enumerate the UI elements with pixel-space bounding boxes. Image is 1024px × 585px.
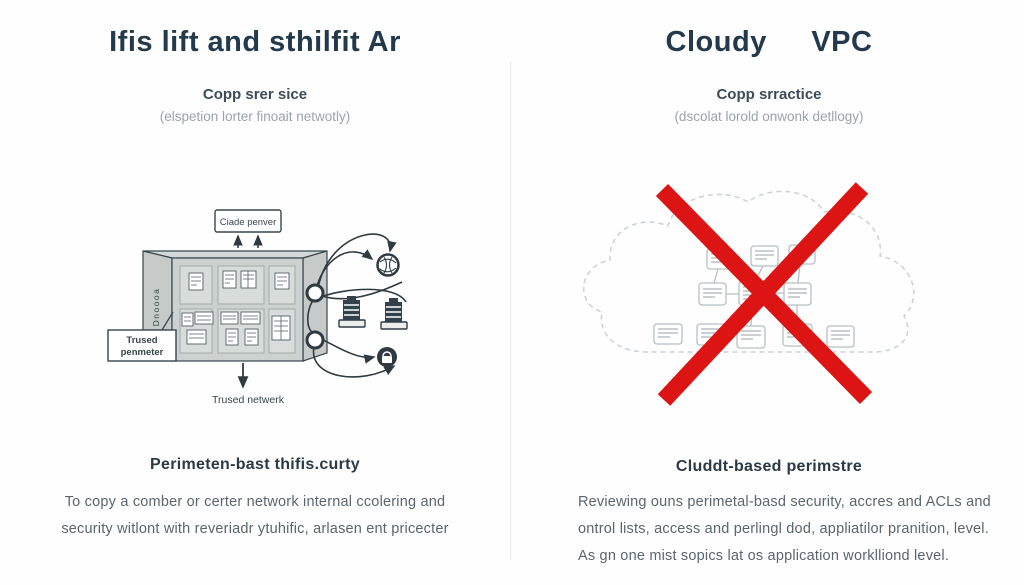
left-subtitle: Copp srer sice (202, 86, 308, 103)
trusted-perimeter-label-line1: Trused (126, 335, 157, 346)
cloud-server-box (214, 209, 282, 233)
right-title: Cloudy VPC (665, 26, 873, 58)
perimeter-diagram: Dnoooa (107, 209, 408, 406)
left-caption-heading: Perimeten-bast thifis.curty (150, 456, 360, 473)
left-subtitle-note: (elspetion lorter finoait netwotly) (159, 109, 351, 124)
connection-curves (306, 233, 407, 378)
right-caption-line1: Reviewing ouns perimetal-basd security, … (578, 494, 991, 510)
up-arrows (233, 234, 263, 248)
right-caption-line3: As gn one mist sopics lat os application… (578, 548, 950, 564)
globe-icon (376, 253, 400, 277)
red-x-icon (655, 182, 873, 406)
trusted-perimeter-label-box (107, 329, 177, 362)
left-caption-line1: To copy a comber or certer network inter… (64, 494, 446, 510)
database-icon-left (338, 296, 366, 328)
database-icon-right (380, 298, 408, 330)
cloud-vpc-diagram (583, 182, 915, 406)
port-circle-bottom (305, 330, 325, 350)
label-pointer-line (161, 311, 174, 331)
right-caption-heading: Cluddt-based perimstre (675, 458, 863, 475)
cloud-server-label: Ciade penver (220, 217, 277, 228)
port-circle-top (305, 283, 325, 303)
trusted-network-label: Trused netwerk (212, 394, 285, 406)
right-subtitle-note: (dscolat lorold onwonk detllogy) (674, 109, 864, 124)
right-caption-line2: ontrol lists, access and perlingl dod, a… (578, 521, 989, 537)
cloud-icon (583, 190, 915, 353)
side-vertical-label: Dnoooa (151, 288, 161, 327)
column-divider (510, 62, 511, 560)
document-icons (181, 270, 291, 346)
lock-icon (377, 347, 397, 367)
left-title: Ifis lift and sthilfit Ar (109, 26, 401, 58)
left-caption-line2: security witlont with reveriadr ytuhific… (61, 521, 449, 537)
trusted-perimeter-label-line2: penmeter (121, 347, 164, 358)
right-subtitle: Copp srractice (716, 86, 822, 103)
